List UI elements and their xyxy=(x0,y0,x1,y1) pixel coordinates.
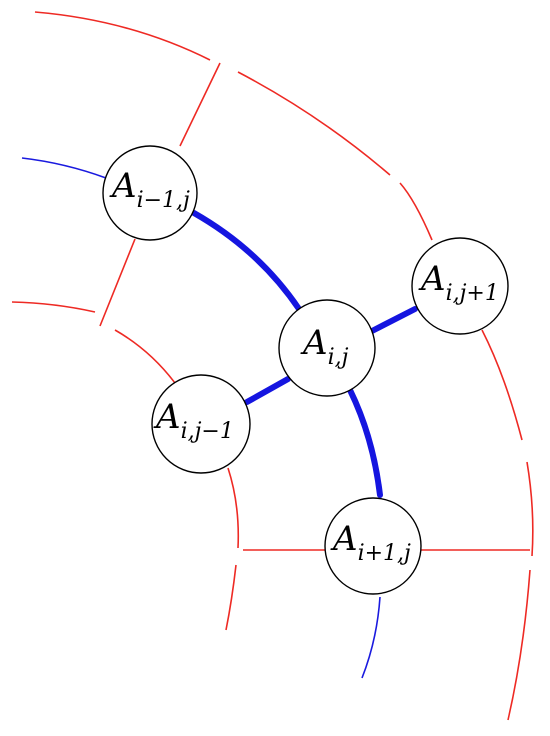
red-grid-arcs xyxy=(11,11,534,721)
outer-arc-right-3 xyxy=(507,569,531,721)
node-circle xyxy=(278,299,376,397)
node-a-i-j-plus1: Ai,j+1 xyxy=(411,237,509,335)
node-label-base: A xyxy=(109,166,137,206)
node-a-i-j: Ai,j xyxy=(278,299,376,397)
node-circle xyxy=(324,497,422,595)
inner-arc-left-2 xyxy=(114,329,176,384)
outer-arc-top-3 xyxy=(399,182,433,241)
node-label-base: A xyxy=(153,397,181,437)
outer-arc-right-1 xyxy=(481,329,523,441)
connection-top xyxy=(191,210,302,312)
node-label-base: A xyxy=(330,519,358,559)
node-label-base: A xyxy=(418,259,446,299)
blue-link-top-left xyxy=(21,157,107,179)
connection-right xyxy=(369,306,418,334)
inner-arc-left-4 xyxy=(225,564,237,631)
inner-arc-left-3 xyxy=(227,467,240,549)
blue-thick-connections xyxy=(191,210,418,498)
node-label-subscript: i−1,j xyxy=(137,188,190,213)
node-label-subscript: i,j xyxy=(328,345,349,370)
svg-text:Ai,j−1: Ai,j−1 xyxy=(153,397,234,444)
node-label-subscript: i,j−1 xyxy=(181,419,234,444)
node-a-i-plus1-j: Ai+1,j xyxy=(324,497,422,595)
spoke-left xyxy=(99,238,136,327)
svg-text:Ai,j+1: Ai,j+1 xyxy=(418,259,499,306)
node-circle xyxy=(102,145,198,241)
node-a-i-minus1-j: Ai−1,j xyxy=(102,145,198,241)
blue-thin-links xyxy=(21,157,381,679)
node-circle xyxy=(411,237,509,335)
svg-text:Ai−1,j: Ai−1,j xyxy=(109,166,190,213)
outer-arc-top-1 xyxy=(34,11,211,61)
node-circle xyxy=(151,374,251,474)
connection-left xyxy=(244,376,291,405)
outer-arc-top-2 xyxy=(237,71,391,176)
svg-text:Ai+1,j: Ai+1,j xyxy=(330,519,411,566)
node-label-subscript: i,j+1 xyxy=(446,281,499,306)
connection-bottom xyxy=(347,387,383,498)
node-a-i-j-minus1: Ai,j−1 xyxy=(151,374,251,474)
spoke-top xyxy=(179,62,221,147)
svg-text:Ai,j: Ai,j xyxy=(300,323,349,370)
node-label-subscript: i+1,j xyxy=(358,541,411,566)
inner-arc-left-1 xyxy=(11,301,96,313)
outer-arc-right-2 xyxy=(526,461,534,557)
node-label-base: A xyxy=(300,323,328,363)
blue-link-bottom xyxy=(361,596,381,679)
